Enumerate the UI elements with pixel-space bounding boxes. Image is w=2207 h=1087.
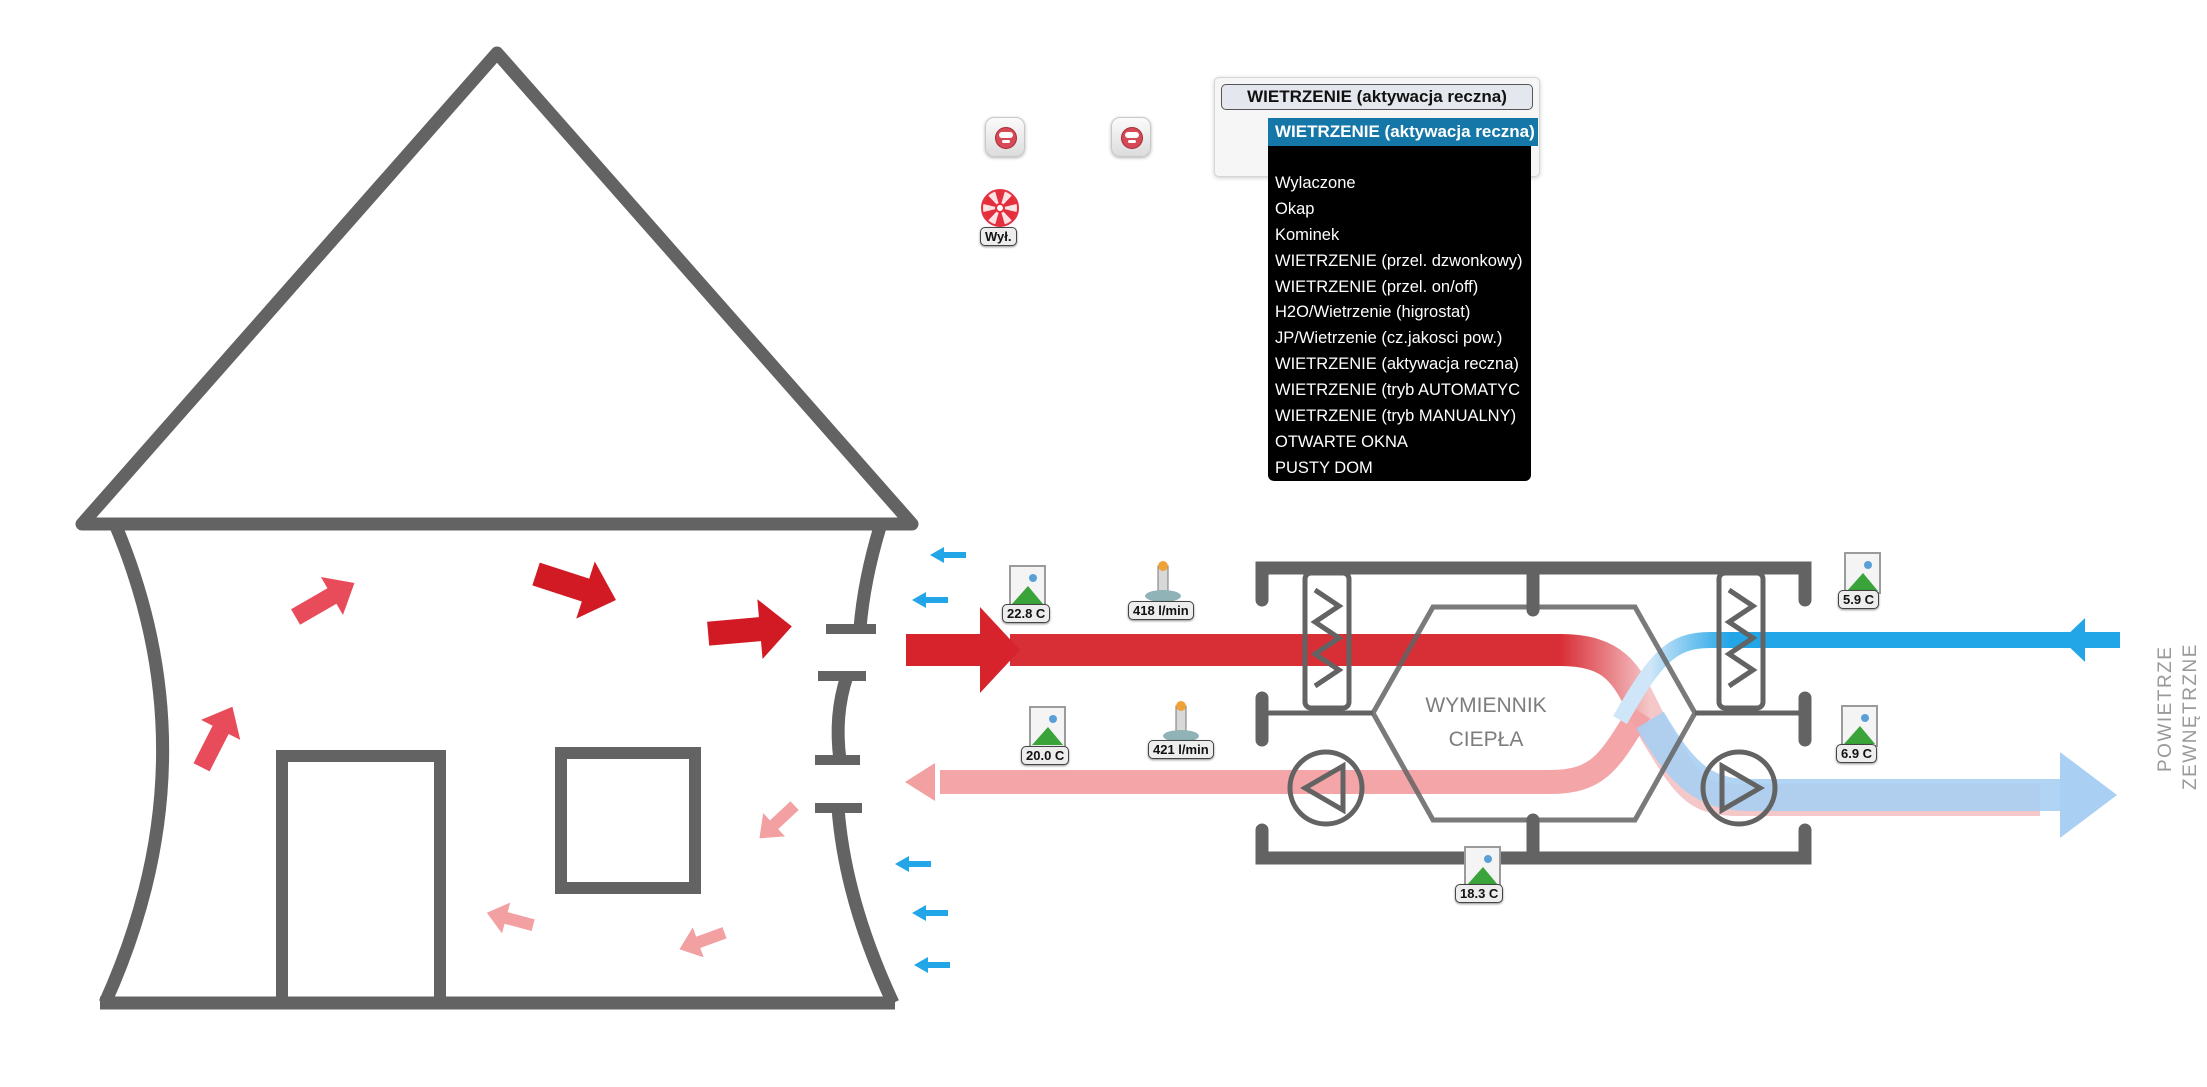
exhaust-temp-label: 6.9 C (1836, 744, 1878, 763)
mode-options-list: Wylaczone Okap Kominek WIETRZENIE (przel… (1268, 146, 1531, 481)
exhaust-fan (1700, 749, 1778, 827)
leak-arrow-icon (895, 547, 966, 973)
indoor-arrow-icon (291, 576, 355, 625)
outdoor-duct-arrow (2062, 618, 2085, 662)
mode-option[interactable]: WIETRZENIE (tryb MANUALNY) (1275, 407, 1517, 426)
exchanger-label-line1: WYMIENNIK (1425, 694, 1547, 717)
mode-option[interactable]: H2O/Wietrzenie (higrostat) (1275, 303, 1471, 322)
exchanger-label: WYMIENNIK CIEPŁA (1406, 689, 1566, 757)
exchanger-temp-label: 18.3 C (1455, 884, 1504, 903)
supply-flow-label: 418 l/min (1128, 601, 1194, 620)
mode-widget-title: WIETRZENIE (aktywacja reczna) (1221, 84, 1533, 110)
heater-coil (1302, 570, 1766, 711)
outside-air-label-line1: POWIETRZE (2155, 645, 2176, 772)
fan-face-icon (995, 127, 1017, 149)
exhaust-duct-arrow (2060, 752, 2117, 838)
indoor-arrow-icon (707, 599, 792, 660)
extract-duct (940, 705, 1651, 794)
house-right-wall-bottom (831, 807, 899, 1006)
flow-meter-icon (1145, 561, 1199, 742)
mode-option[interactable]: JP/Wietrzenie (cz.jakosci pow.) (1275, 329, 1503, 348)
extract-duct-arrow (905, 763, 935, 801)
indoor-arrow-icon (486, 902, 535, 934)
house-right-wall-mid (831, 673, 854, 761)
mode-option[interactable]: WIETRZENIE (aktywacja reczna) (1275, 355, 1519, 374)
mode-option[interactable]: PUSTY DOM (1275, 458, 1373, 477)
extract-fan (1287, 749, 1365, 827)
supply-temp-label: 22.8 C (1002, 604, 1051, 623)
house-door (276, 750, 446, 1009)
sensor-icon (1009, 552, 1881, 888)
exchanger-label-line2: CIEPŁA (1448, 728, 1524, 751)
mode-option[interactable]: Okap (1275, 199, 1315, 218)
mode-option[interactable]: Kominek (1275, 225, 1340, 244)
house-roof (75, 46, 919, 531)
extract-flow-label: 421 l/min (1148, 740, 1214, 759)
fan-icon (981, 189, 1019, 227)
house-window (555, 747, 701, 894)
extract-temp-label: 20.0 C (1021, 746, 1070, 765)
indoor-arrow-icon (759, 801, 799, 839)
mode-option[interactable]: WIETRZENIE (tryb AUTOMATYC (1275, 381, 1521, 400)
fan-status-label: Wył. (980, 227, 1017, 246)
mode-option[interactable]: OTWARTE OKNA (1275, 432, 1408, 451)
fan-face-icon (1121, 127, 1143, 149)
indoor-arrow-icon (532, 561, 616, 619)
mode-option[interactable]: Wylaczone (1275, 174, 1356, 192)
indoor-arrow-icon (679, 927, 727, 958)
mode-option[interactable]: WIETRZENIE (przel. dzwonkowy) (1275, 251, 1523, 270)
house-right-wall-top (853, 525, 887, 629)
fan-speed-button[interactable] (985, 117, 1025, 157)
house-left-wall (99, 521, 170, 1006)
mode-select[interactable]: WIETRZENIE (aktywacja reczna) (1268, 118, 1538, 146)
fan-speed-button[interactable] (1111, 117, 1151, 157)
indoor-arrow-icon (193, 706, 241, 772)
supply-duct-arrow (906, 607, 1020, 693)
outdoor-duct (1613, 632, 2120, 725)
outside-air-label-line2: ZEWNĘTRZNE (2180, 643, 2201, 790)
ahu-casing (1255, 561, 1812, 865)
outdoor-temp-label: 5.9 C (1838, 590, 1880, 609)
mode-option[interactable]: WIETRZENIE (przel. on/off) (1275, 277, 1479, 296)
